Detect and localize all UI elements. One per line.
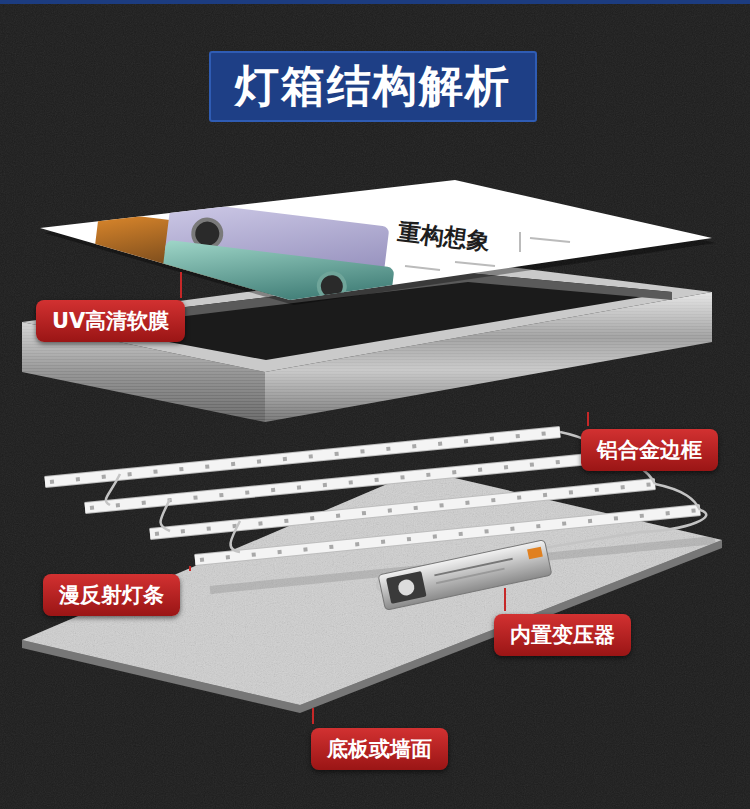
callout-text: 铝合金边框 [597, 436, 702, 464]
title-banner: 灯箱结构解析 [209, 51, 537, 122]
callout-text: 内置变压器 [510, 621, 615, 649]
poster-slogan: 重构想象 [396, 216, 491, 258]
callout-text: UV高清软膜 [52, 307, 169, 335]
callout-box: 底板或墙面 [311, 728, 448, 770]
callout-text: 底板或墙面 [327, 735, 432, 763]
callout-box: 漫反射灯条 [43, 574, 180, 616]
callout-box: UV高清软膜 [36, 300, 185, 342]
callout-box: 铝合金边框 [581, 429, 718, 471]
callout-box: 内置变压器 [494, 614, 631, 656]
callout-text: 漫反射灯条 [59, 581, 164, 609]
